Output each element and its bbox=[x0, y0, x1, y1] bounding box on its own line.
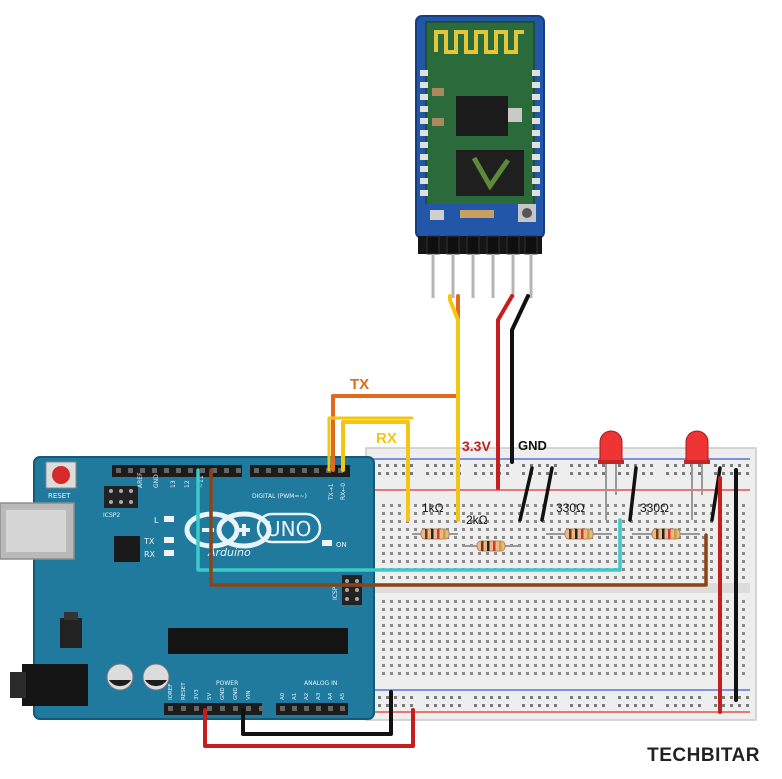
resistor-330-1 bbox=[546, 528, 612, 540]
resistor-2k bbox=[462, 540, 520, 552]
digital-header-low bbox=[250, 465, 350, 477]
bluetooth-module bbox=[415, 15, 545, 298]
uno-logo-text: UNO bbox=[266, 517, 311, 541]
gnd-header-label: GND bbox=[153, 474, 160, 488]
vcc-label: 3.3V bbox=[462, 438, 491, 454]
power-label: POWER bbox=[216, 680, 238, 687]
arduino-maker-text: Arduino bbox=[207, 546, 251, 559]
pin-tx1-label: TX→1 bbox=[328, 483, 335, 501]
on-led bbox=[322, 540, 332, 546]
capacitor-2 bbox=[142, 663, 170, 691]
dc-jack bbox=[22, 664, 88, 706]
analog-pin-label: A0 bbox=[280, 692, 286, 700]
rx-label: RX bbox=[376, 430, 397, 447]
reset-button-cap bbox=[52, 466, 70, 484]
analog-pin-label: A3 bbox=[316, 692, 322, 700]
atmega-chip bbox=[168, 628, 348, 654]
pin-11-label: ~11 bbox=[198, 475, 205, 488]
uno-logo-badge bbox=[256, 512, 322, 544]
rx-led bbox=[164, 550, 174, 556]
rx-led-label: RX bbox=[144, 550, 156, 559]
resistor-2k-label: 2kΩ bbox=[466, 513, 488, 527]
voltage-regulator bbox=[60, 618, 82, 648]
analog-pin-label: A1 bbox=[292, 693, 298, 700]
l-led bbox=[164, 516, 174, 522]
analog-in-label: ANALOG IN bbox=[304, 680, 337, 687]
resistor-330-2 bbox=[632, 528, 700, 540]
bt-chip bbox=[456, 96, 508, 136]
resistor-330-1-label: 330Ω bbox=[556, 501, 585, 515]
gnd-label: GND bbox=[518, 438, 547, 453]
power-pin-label: 3V3 bbox=[194, 689, 200, 700]
power-gnd-wire bbox=[241, 690, 393, 736]
power-pin-label: 5V bbox=[207, 693, 213, 700]
analog-pin-label: A2 bbox=[304, 693, 310, 700]
tx-led bbox=[164, 537, 174, 543]
pin-rx0-label: RX←0 bbox=[340, 483, 347, 500]
led-2 bbox=[684, 430, 710, 520]
module-tx-wire bbox=[448, 294, 460, 522]
aref-label: AREF bbox=[137, 472, 144, 488]
module-header-pins bbox=[426, 235, 538, 298]
antenna-trace bbox=[434, 30, 524, 54]
arduino-uno-board: RESET ICSP2 L TX RX UNO Arduino ON bbox=[0, 456, 375, 720]
power-pin-label: VIN bbox=[246, 691, 252, 701]
analog-pin-label: A4 bbox=[328, 692, 334, 700]
pin-12-label: 12 bbox=[184, 480, 191, 488]
reset-label: RESET bbox=[48, 492, 71, 500]
analog-pin-label: A5 bbox=[340, 692, 346, 700]
pin-13-label: 13 bbox=[170, 480, 177, 488]
analog-header bbox=[276, 703, 348, 715]
techbitar-watermark: TECHBITAR bbox=[647, 745, 760, 766]
icsp2-header bbox=[104, 486, 138, 508]
tx-led-label: TX bbox=[143, 537, 155, 546]
cyan-wire bbox=[196, 468, 622, 572]
digital-header-pins bbox=[116, 468, 343, 473]
icsp-header bbox=[342, 575, 362, 605]
power-pin-label: IOREF bbox=[168, 684, 174, 700]
module-pads bbox=[420, 70, 540, 196]
icsp-label: ICSP bbox=[332, 586, 339, 600]
resistors bbox=[412, 528, 700, 552]
gnd-jumper-3 bbox=[628, 466, 638, 522]
power-pin-label: GND bbox=[233, 687, 239, 700]
resistor-1k bbox=[412, 528, 458, 540]
power-pin-label: RESET bbox=[181, 682, 187, 700]
rx-wire-outline bbox=[327, 416, 414, 472]
power-pin-labels: IOREF RESET 3V3 5V GND GND VIN A0 A1 A2 A3 A4 A5 bbox=[168, 682, 346, 700]
power-header-pins bbox=[168, 706, 345, 711]
resistor-330-2-label: 330Ω bbox=[640, 501, 669, 515]
usb-chip bbox=[114, 536, 140, 562]
gnd-jumper-2 bbox=[540, 466, 554, 522]
gnd-jumper-1 bbox=[518, 466, 534, 522]
vcc-wire bbox=[496, 294, 514, 490]
resistor-1k-label: 1kΩ bbox=[422, 501, 444, 515]
on-led-label: ON bbox=[336, 541, 347, 549]
led-1 bbox=[598, 430, 624, 520]
capacitor-1 bbox=[106, 663, 134, 691]
rx-wire bbox=[341, 420, 410, 522]
breadboard-holes bbox=[378, 464, 749, 707]
l-led-label: L bbox=[154, 516, 159, 525]
gnd-wire bbox=[510, 294, 530, 464]
power-pin-label: GND bbox=[220, 687, 226, 700]
power-5v-wire bbox=[203, 708, 415, 748]
wires bbox=[196, 294, 738, 748]
icsp2-label: ICSP2 bbox=[103, 512, 120, 519]
brown-wire bbox=[209, 468, 708, 587]
tx-label: TX bbox=[350, 376, 369, 393]
digital-pwm-label: DIGITAL (PWM=~) bbox=[252, 493, 307, 500]
